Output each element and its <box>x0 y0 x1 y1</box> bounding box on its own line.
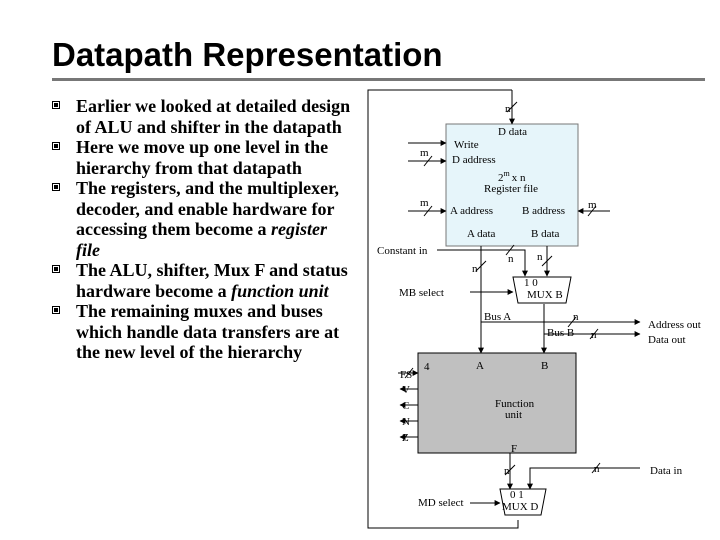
label-m-dadr: m <box>420 147 429 159</box>
label-n-busb: n <box>591 329 597 341</box>
bullet-icon <box>52 101 60 109</box>
bullet-item: The remaining muxes and buses which hand… <box>52 301 352 363</box>
bullet-icon <box>52 265 60 273</box>
label-function: Function <box>495 398 535 410</box>
bullet-text: Here we move up one level in the hierarc… <box>76 137 329 178</box>
title-divider <box>52 78 705 81</box>
bullet-text: The ALU, shifter, Mux F and status hardw… <box>76 260 348 301</box>
label-n-top: n <box>505 103 511 115</box>
bullet-list: Earlier we looked at detailed design of … <box>52 96 352 363</box>
label-register-file: Register file <box>484 183 538 195</box>
bullet-item: Earlier we looked at detailed design of … <box>52 96 352 137</box>
label-m-aadr: m <box>420 197 429 209</box>
bullet-icon <box>52 306 60 314</box>
label-flag-c: C <box>402 400 409 412</box>
bullet-text: Earlier we looked at detailed design of … <box>76 96 351 137</box>
label-write: Write <box>454 139 479 151</box>
bullet-text: The registers, and the multiplexer, deco… <box>76 178 339 239</box>
label-flag-n: N <box>402 416 410 428</box>
bullet-icon <box>52 142 60 150</box>
function-unit-box <box>417 352 577 454</box>
label-mux-d-inputs: 0 1 <box>510 489 524 501</box>
bullet-item: The ALU, shifter, Mux F and status hardw… <box>52 260 352 301</box>
label-data-in: Data in <box>650 465 683 477</box>
label-d-address: D address <box>452 154 496 166</box>
label-mux-b: MUX B <box>527 289 563 301</box>
label-flag-z: Z <box>402 432 409 444</box>
label-bus-b: Bus B <box>547 327 574 339</box>
label-md-select: MD select <box>418 497 464 509</box>
label-fs: FS <box>400 369 412 381</box>
label-data-out: Data out <box>648 334 686 346</box>
bullet-emphasis: function unit <box>231 280 329 301</box>
label-f: F <box>511 443 517 455</box>
mux-d <box>499 488 547 516</box>
label-n-adata: n <box>472 263 478 275</box>
label-mux-b-inputs: 1 0 <box>524 277 538 289</box>
label-a-data: A data <box>467 228 496 240</box>
label-a-address: A address <box>450 205 493 217</box>
label-d-data: D data <box>498 126 527 138</box>
label-m-badr: m <box>588 199 597 211</box>
bullet-emphasis: register file <box>76 219 327 260</box>
slide-title: Datapath Representation <box>52 36 443 73</box>
label-fu-a: A <box>476 360 484 372</box>
label-mux-d: MUX D <box>502 501 538 513</box>
label-n-bdata: n <box>537 251 543 263</box>
label-n-datain: n <box>594 463 600 475</box>
bullet-item: Here we move up one level in the hierarc… <box>52 137 352 178</box>
label-n-out: n <box>573 311 579 323</box>
bullet-text: The remaining muxes and buses which hand… <box>76 301 340 362</box>
label-unit: unit <box>505 409 522 421</box>
bullet-item: The registers, and the multiplexer, deco… <box>52 178 352 260</box>
label-b-address: B address <box>522 205 565 217</box>
label-b-data: B data <box>531 228 560 240</box>
label-mb-select: MB select <box>399 287 444 299</box>
label-n-f: n <box>504 465 510 477</box>
label-fu-b: B <box>541 360 548 372</box>
label-flag-v: V <box>402 384 410 396</box>
bullet-icon <box>52 183 60 191</box>
mux-b <box>512 276 572 304</box>
datapath-wires <box>367 89 641 529</box>
label-constant-in: Constant in <box>377 245 428 257</box>
register-file-box <box>445 123 579 247</box>
label-n-const: n <box>508 253 514 265</box>
label-bus-a: Bus A <box>484 311 511 323</box>
label-address-out: Address out <box>648 319 701 331</box>
label-fs-width: 4 <box>424 361 430 373</box>
